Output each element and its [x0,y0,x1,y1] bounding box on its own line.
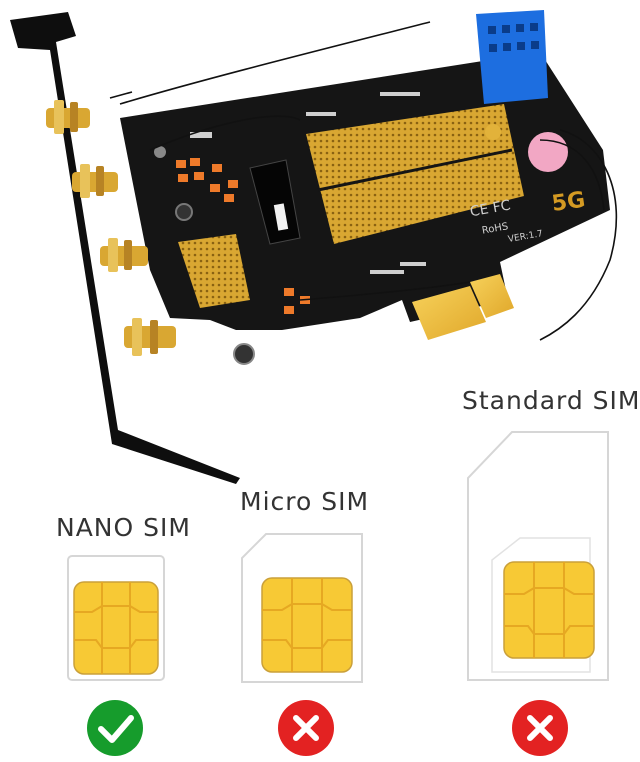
sma-connector [46,100,90,134]
sim-chip [73,581,159,675]
nano-sim-label: NANO SIM [56,513,191,542]
smd-components [176,158,310,314]
sim-chip [503,561,595,659]
pcie-card: 5G VER:1.7 RoHS CE FC [10,10,618,484]
check-icon [87,700,143,756]
cross-icon [278,700,334,756]
sim-slot-gold-area [178,234,250,308]
metal-bracket [10,12,240,484]
mount-screw [175,203,193,221]
sma-connector [100,238,148,272]
sim-chip [261,577,353,673]
standard-sim-label: Standard SIM [462,386,640,415]
cross-icon [512,700,568,756]
antenna-cables [109,21,618,341]
mount-hole [154,146,166,158]
qc-sticker [528,132,568,172]
m2-slot-gold-area [306,104,524,244]
nano-sim-card [67,555,165,681]
standard-sim-card [467,431,609,681]
pcie-gold-fingers [412,274,514,340]
pcb-ce-fc: CE FC [469,197,512,220]
pcb-rohs: RoHS [481,221,509,236]
sma-connector [72,164,118,198]
sma-connector [124,318,176,356]
micro-sim-card [241,533,363,683]
mount-screw [233,343,255,365]
pcb-5g-badge: 5G [550,188,587,217]
mount-hole [485,124,501,140]
m2-connector [249,159,301,245]
micro-sim-label: Micro SIM [240,487,370,516]
